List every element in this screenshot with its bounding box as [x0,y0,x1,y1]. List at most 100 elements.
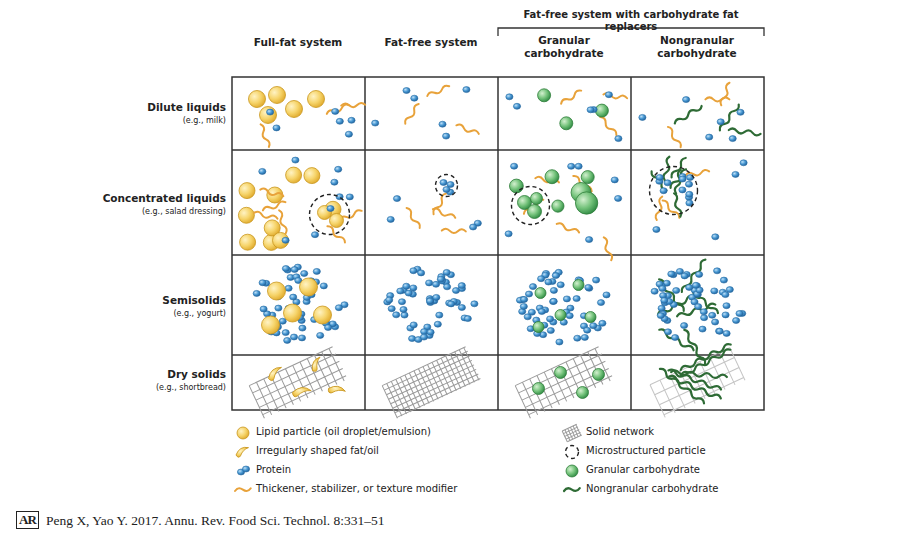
nongranular-strand [564,486,580,493]
lipid-particle [284,304,302,322]
protein-dot [599,320,606,326]
thickener-strand [405,207,421,229]
protein-dot [716,328,723,334]
nongranular-strand [729,128,761,136]
row-header: Semisolids [60,294,226,307]
cell-picture [516,269,610,345]
thickener-strand [259,124,271,148]
protein-dot [403,283,410,289]
protein-dot [550,298,557,304]
granular-carbohydrate [509,179,523,193]
protein-dot [418,270,425,276]
protein-dot [615,136,622,142]
protein-dot [681,323,688,329]
cell-picture [238,157,362,250]
granular-carbohydrate [528,205,542,219]
legend-icon [566,446,579,459]
protein-dot [298,335,305,341]
lipid-particle [268,282,286,300]
protein-dot [267,109,274,115]
network-line [253,354,336,393]
protein-dot [723,303,730,309]
solid-network [249,347,348,419]
protein-dot [658,305,665,311]
protein-dot [279,318,286,324]
protein-dot [292,157,299,163]
lipid-particle [260,107,277,124]
protein-dot [668,271,675,277]
protein-dot [327,206,334,212]
protein-dot [410,285,417,291]
protein-dot [397,288,404,294]
protein-dot [736,311,743,317]
thickener-strand [556,222,580,234]
legend-text: Thickener, stabilizer, or texture modifi… [256,483,457,495]
thickener-strand [602,237,613,261]
granular-carbohydrate [531,193,543,205]
protein-dot [282,266,289,272]
thickener-strand [254,211,278,221]
granular-carbohydrate [538,89,551,102]
protein-dot [335,166,342,172]
protein-dot [387,216,394,222]
granular-carbohydrate [545,170,559,184]
protein-dot [410,322,417,328]
legend-text: Lipid particle (oil droplet/emulsion) [256,426,431,438]
protein-dot [470,224,477,230]
protein-dot [593,277,600,283]
network-line [529,376,612,415]
protein-dot [639,114,646,120]
granular-carbohydrate [585,312,596,323]
cell-picture [650,343,745,418]
protein-dot [547,316,554,322]
row-header: Dilute liquids [60,101,226,114]
protein-dot [284,337,291,343]
protein-dot [290,334,297,340]
legend-text: Nongranular carbohydrate [586,483,719,495]
cell-picture [253,264,348,343]
protein-dot [740,160,747,166]
protein-dot [411,95,418,101]
thickener-strand [560,89,582,105]
nongranular-strand [718,103,740,131]
irregular-fat [266,366,285,381]
protein-dot [685,181,692,187]
legend-icon [562,424,582,442]
protein-dot [433,294,440,300]
protein-dot [317,332,324,338]
protein-dot [520,303,527,309]
protein-dot [398,299,405,305]
legend-text: Solid network [586,426,654,438]
publisher-logo: AR [16,511,39,529]
lipid-particle [269,87,286,104]
lipid-particle [238,207,254,223]
cell-picture [249,87,366,148]
network-line [650,385,665,418]
protein-dot [290,294,297,300]
protein-dot [282,237,289,243]
row-example: (e.g., yogurt) [60,309,226,319]
lipid-particle [237,427,249,439]
protein-dot [575,163,582,169]
solid-network [562,424,582,442]
protein-dot [563,296,570,302]
protein-dot [657,313,664,319]
protein-dot [291,267,298,273]
granular-carbohydrate [581,171,594,184]
protein-dot [259,168,266,174]
thickener-strand [426,84,450,97]
protein-dot [653,227,660,233]
protein-dot [695,304,702,310]
network-line [519,354,602,393]
protein-dot [686,284,693,290]
solid-network [382,347,481,419]
column-header: Nongranular carbohydrate [642,34,752,59]
protein-dot [673,288,680,294]
nongranular-strand [659,367,706,405]
protein-dot [683,97,690,103]
network-line [525,368,608,407]
protein-dot [660,188,667,194]
protein-dot [521,296,528,302]
microstructured-outline [436,175,458,197]
irregular-fat [308,356,325,372]
